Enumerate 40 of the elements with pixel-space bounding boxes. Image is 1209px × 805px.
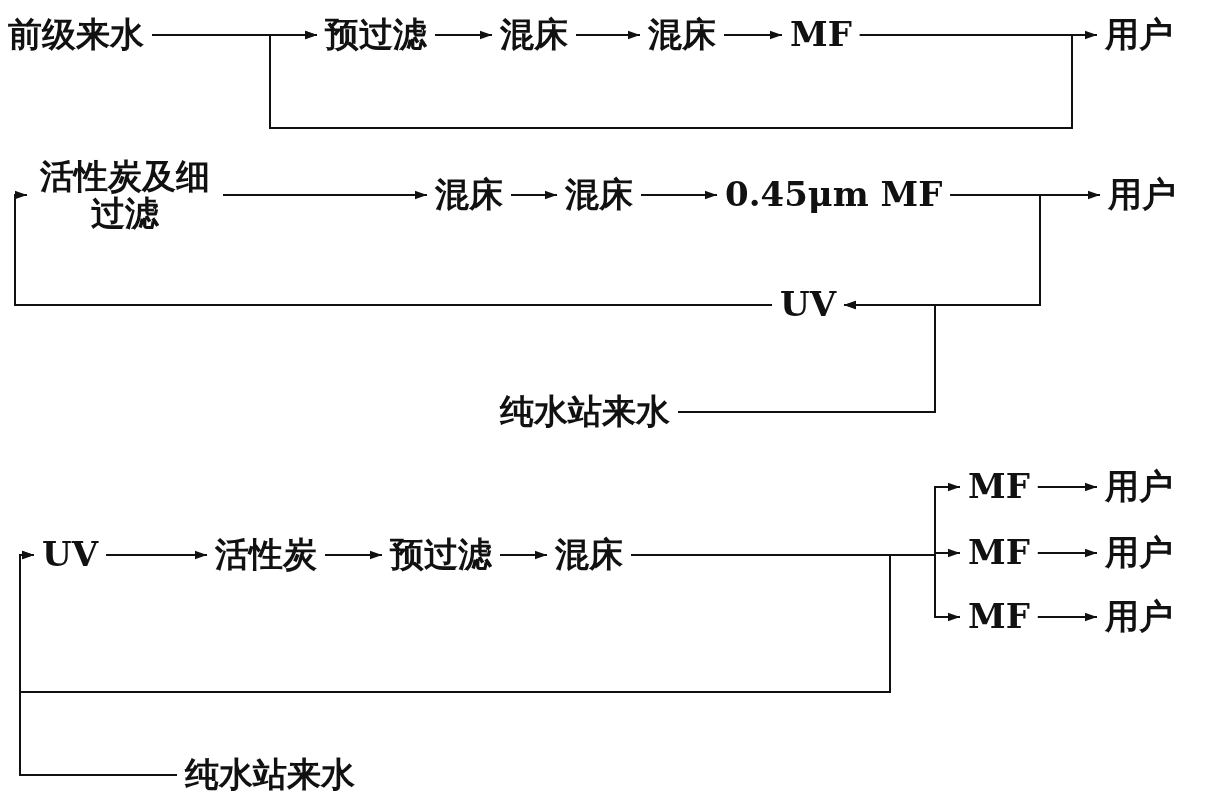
flow-arrow [222,190,428,200]
flow-arrow [269,30,1073,129]
flow-arrow [677,300,936,413]
flow-step-text: 前级来水 [8,16,144,54]
flow-step-text: UV [42,536,99,574]
flow-arrow [434,30,493,40]
flow-step-text: 纯水站来水 [500,393,670,431]
flow-arrow [640,190,718,200]
flow-step-text: 混床 [500,16,568,54]
flow-step-text: 用户 [1105,598,1173,636]
flow-step-text: 活性炭及细过滤 [35,157,215,233]
flow-arrow [575,30,641,40]
flow-arrow [1036,482,1098,492]
flow-arrow [1036,548,1098,558]
flow-step-text: 混床 [555,536,623,574]
flow-step-text: 混床 [648,16,716,54]
flow-step-text: 纯水站来水 [185,756,355,794]
flow-step-text: 混床 [435,176,503,214]
flow-arrow [1036,612,1098,622]
flow-step-text: 0.45μm MF [725,176,943,214]
flow-step-text: 用户 [1108,176,1176,214]
flow-step-text: 用户 [1105,534,1173,572]
flow-step-text: MF [968,598,1030,636]
flow-arrow [19,550,178,776]
flow-step-text: 预过滤 [390,536,492,574]
flow-arrow [499,550,548,560]
flow-step-text: 用户 [1105,16,1173,54]
flow-step-text: 混床 [565,176,633,214]
flow-arrow [324,550,383,560]
flow-arrow [14,190,773,306]
flow-step-text: 活性炭 [215,536,317,574]
flow-arrow [510,190,558,200]
flow-arrow [723,30,783,40]
flow-step-text: MF [968,534,1030,572]
flow-arrow [105,550,208,560]
flow-step-text: UV [780,286,837,324]
flow-step-text: 预过滤 [325,16,427,54]
flow-step-text: 用户 [1105,468,1173,506]
flow-step-text: MF [968,468,1030,506]
flow-step-text: MF [790,16,852,54]
